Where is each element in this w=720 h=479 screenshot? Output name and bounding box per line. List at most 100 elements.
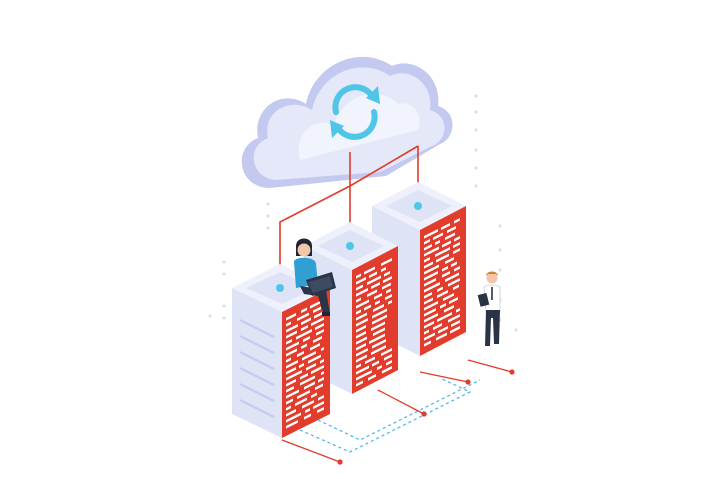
server-stripe bbox=[386, 288, 391, 294]
server-stripe bbox=[388, 300, 392, 305]
server-stripe bbox=[310, 301, 320, 309]
server-stripe bbox=[315, 383, 323, 391]
server-stripe bbox=[286, 313, 296, 321]
server-stripe bbox=[424, 261, 433, 269]
server-stripe bbox=[356, 380, 363, 387]
server-stripe bbox=[435, 247, 450, 258]
server-stripe bbox=[444, 305, 454, 313]
server-stripe bbox=[371, 345, 386, 356]
server-stripe bbox=[316, 329, 324, 336]
server-stripe bbox=[373, 327, 385, 337]
server-stripe bbox=[356, 299, 369, 309]
server-right-port bbox=[414, 202, 422, 210]
man-hair bbox=[486, 271, 498, 276]
server-stripe bbox=[286, 405, 291, 411]
server-stripe bbox=[286, 357, 291, 363]
server-stripe bbox=[447, 226, 456, 234]
server-stripe bbox=[433, 323, 442, 331]
server-stripe bbox=[382, 366, 392, 374]
server-stripe bbox=[304, 381, 315, 390]
server-stripe bbox=[424, 257, 430, 263]
server-stripe bbox=[445, 272, 459, 283]
server-stripe bbox=[437, 286, 443, 293]
server-stripe bbox=[286, 370, 302, 381]
server-stripe bbox=[441, 223, 450, 231]
server-stripe bbox=[456, 308, 460, 313]
server-stripe bbox=[372, 360, 379, 367]
server-stripe bbox=[301, 343, 307, 350]
server-stripe bbox=[297, 351, 304, 358]
server-stripe bbox=[384, 354, 392, 361]
server-stripe bbox=[372, 314, 387, 325]
server-stripe bbox=[302, 400, 314, 409]
server-stripe bbox=[311, 392, 317, 399]
server-stripe bbox=[451, 320, 460, 328]
server-stripe bbox=[286, 409, 296, 417]
server-stripe bbox=[424, 271, 438, 281]
server-stripe bbox=[371, 321, 385, 332]
server-stripe bbox=[321, 371, 324, 376]
server-stripe bbox=[377, 365, 382, 371]
server-stripe bbox=[424, 332, 435, 341]
server-stripe bbox=[306, 363, 316, 371]
server-stripe bbox=[382, 282, 391, 290]
server-stripe bbox=[356, 354, 367, 363]
server-stripe bbox=[286, 412, 301, 423]
server-stripe bbox=[369, 271, 377, 279]
server-stripe bbox=[356, 297, 361, 303]
server-stripe bbox=[442, 266, 448, 272]
server-stripe bbox=[318, 377, 324, 383]
server-stripe bbox=[356, 343, 366, 351]
server-stripe bbox=[297, 390, 310, 400]
server-stripe bbox=[448, 314, 460, 323]
server-stripe bbox=[286, 321, 291, 327]
server-stripe bbox=[381, 348, 392, 357]
server-stripe bbox=[384, 271, 390, 277]
server-stripe bbox=[367, 275, 381, 286]
server-stripe bbox=[302, 351, 316, 361]
server-stripe bbox=[445, 257, 454, 265]
server-stripe bbox=[300, 373, 308, 380]
server-stripe bbox=[356, 318, 368, 327]
server-stripe bbox=[286, 367, 296, 375]
server-stripe bbox=[356, 273, 361, 279]
server-stripe bbox=[424, 278, 436, 287]
server-stripe bbox=[424, 340, 431, 347]
server-stripe bbox=[445, 232, 455, 241]
tablet-icon bbox=[477, 292, 490, 307]
server-middle-port bbox=[346, 242, 354, 250]
server-stripe bbox=[321, 347, 324, 352]
server-stripe bbox=[311, 317, 324, 327]
server-stripe bbox=[454, 266, 460, 272]
server-stripe bbox=[286, 330, 297, 339]
floor-wiring bbox=[281, 359, 513, 463]
server-stripe bbox=[436, 332, 447, 341]
server-stripe bbox=[356, 348, 368, 357]
man-head bbox=[486, 272, 498, 284]
server-stripe bbox=[454, 218, 460, 224]
server-stripe bbox=[454, 236, 460, 242]
server-stripe bbox=[295, 397, 307, 407]
server-stripe bbox=[301, 325, 308, 332]
server-stripe bbox=[453, 242, 460, 249]
server-stripes bbox=[286, 218, 460, 429]
server-stripe bbox=[356, 284, 363, 291]
server-stripe bbox=[286, 360, 298, 369]
server-stripe bbox=[424, 239, 430, 245]
server-stripe bbox=[356, 336, 367, 345]
server-stripe bbox=[315, 323, 324, 331]
server-stripe bbox=[300, 375, 315, 386]
server-stripe bbox=[356, 288, 368, 297]
server-stripe bbox=[286, 348, 297, 357]
server-stripe bbox=[424, 329, 429, 335]
floor-nodes bbox=[337, 369, 515, 465]
server-stripe bbox=[305, 408, 310, 414]
server-left-vents bbox=[239, 319, 275, 418]
server-left bbox=[232, 264, 330, 438]
server-stripe bbox=[424, 297, 433, 305]
server-stripe bbox=[424, 229, 438, 239]
server-stripe bbox=[299, 363, 304, 369]
server-stripe bbox=[438, 326, 448, 334]
server-stripe bbox=[435, 240, 440, 246]
server-stripe bbox=[365, 356, 375, 365]
